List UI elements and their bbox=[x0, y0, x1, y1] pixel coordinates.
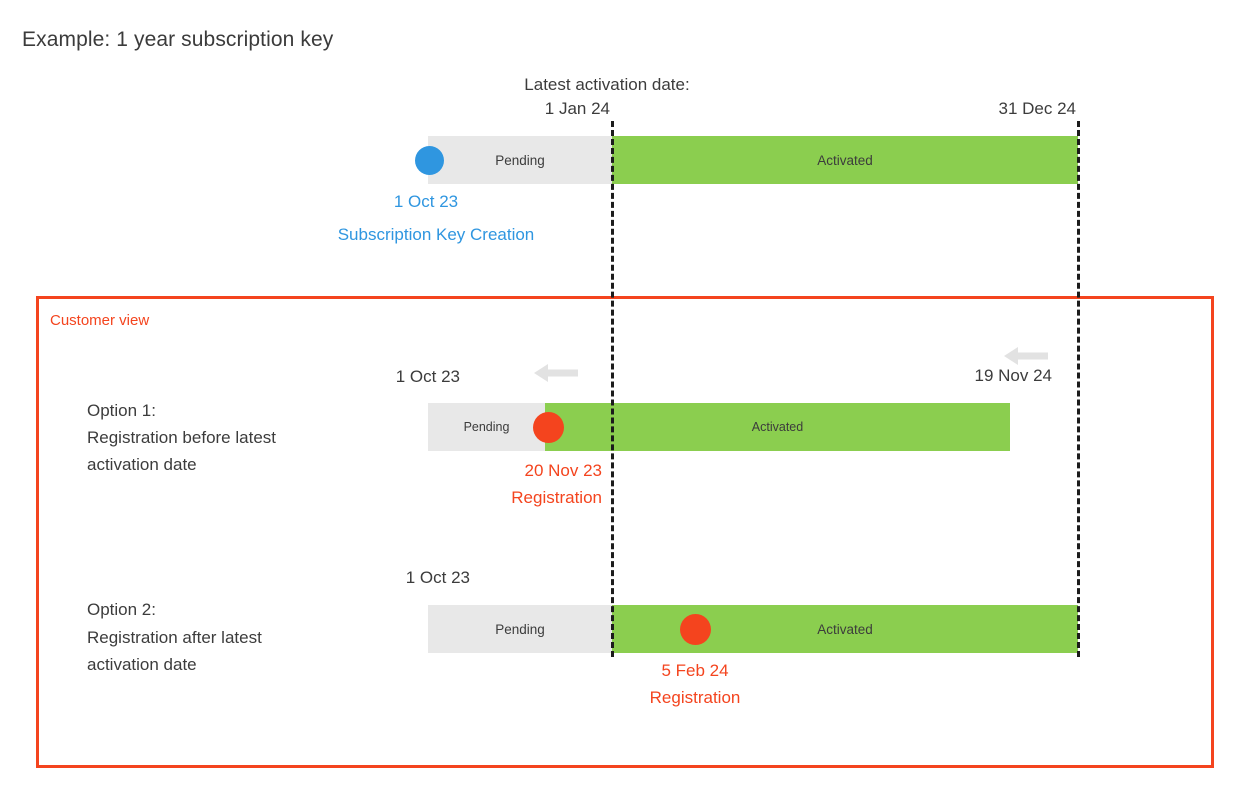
option-1-bar-pending: Pending bbox=[428, 403, 545, 451]
subscription-key-creation-dot-icon bbox=[415, 146, 444, 175]
option-1-registration-date-label: 20 Nov 23 bbox=[524, 461, 603, 480]
option-1-bar-activated-label: Activated bbox=[751, 420, 804, 434]
option-1-description: Registration before latest activation da… bbox=[87, 428, 276, 474]
latest-activation-date-label: 1 Jan 24 bbox=[544, 99, 610, 118]
option-2-bar-pending-label: Pending bbox=[495, 621, 545, 637]
arrow-left-icon bbox=[534, 364, 578, 382]
option-1-bar-pending-label: Pending bbox=[463, 420, 510, 434]
latest-activation-caption: Latest activation date: bbox=[524, 75, 690, 94]
customer-view-label: Customer view bbox=[50, 312, 150, 329]
option-2-registration-date-label: 5 Feb 24 bbox=[661, 661, 729, 680]
customer-view-box bbox=[36, 296, 1214, 768]
arrow-left-icon bbox=[1004, 347, 1048, 365]
option-2-bar-pending: Pending bbox=[428, 605, 612, 653]
creation-caption-label: Subscription Key Creation bbox=[337, 225, 535, 244]
option-1-registration-caption-label: Registration bbox=[511, 488, 602, 507]
top-bar-pending-label: Pending bbox=[495, 152, 545, 168]
creation-date-label: 1 Oct 23 bbox=[393, 192, 459, 211]
top-bar-activated: Activated bbox=[612, 136, 1078, 184]
top-end-date-label: 31 Dec 24 bbox=[998, 99, 1077, 118]
option-2-heading: Option 2: bbox=[87, 600, 156, 619]
option-2-start-date-label: 1 Oct 23 bbox=[405, 568, 470, 587]
option-1-start-date-label: 1 Oct 23 bbox=[395, 367, 460, 386]
option-1-registration-dot-icon bbox=[533, 412, 564, 443]
option-1-bar-activated: Activated bbox=[545, 403, 1010, 451]
option-2-registration-dot-icon bbox=[680, 614, 711, 645]
latest-activation-guide-line bbox=[611, 121, 614, 657]
page-title: Example: 1 year subscription key bbox=[22, 28, 334, 51]
option-1-heading: Option 1: bbox=[87, 401, 156, 420]
option-2-description: Registration after latest activation dat… bbox=[87, 628, 262, 674]
option-2-registration-caption-label: Registration bbox=[649, 688, 741, 707]
top-bar-activated-label: Activated bbox=[817, 152, 873, 168]
end-date-guide-line bbox=[1077, 121, 1080, 657]
top-bar-pending: Pending bbox=[428, 136, 612, 184]
option-1-end-date-label: 19 Nov 24 bbox=[974, 366, 1053, 385]
option-2-bar-activated-label: Activated bbox=[817, 621, 873, 637]
